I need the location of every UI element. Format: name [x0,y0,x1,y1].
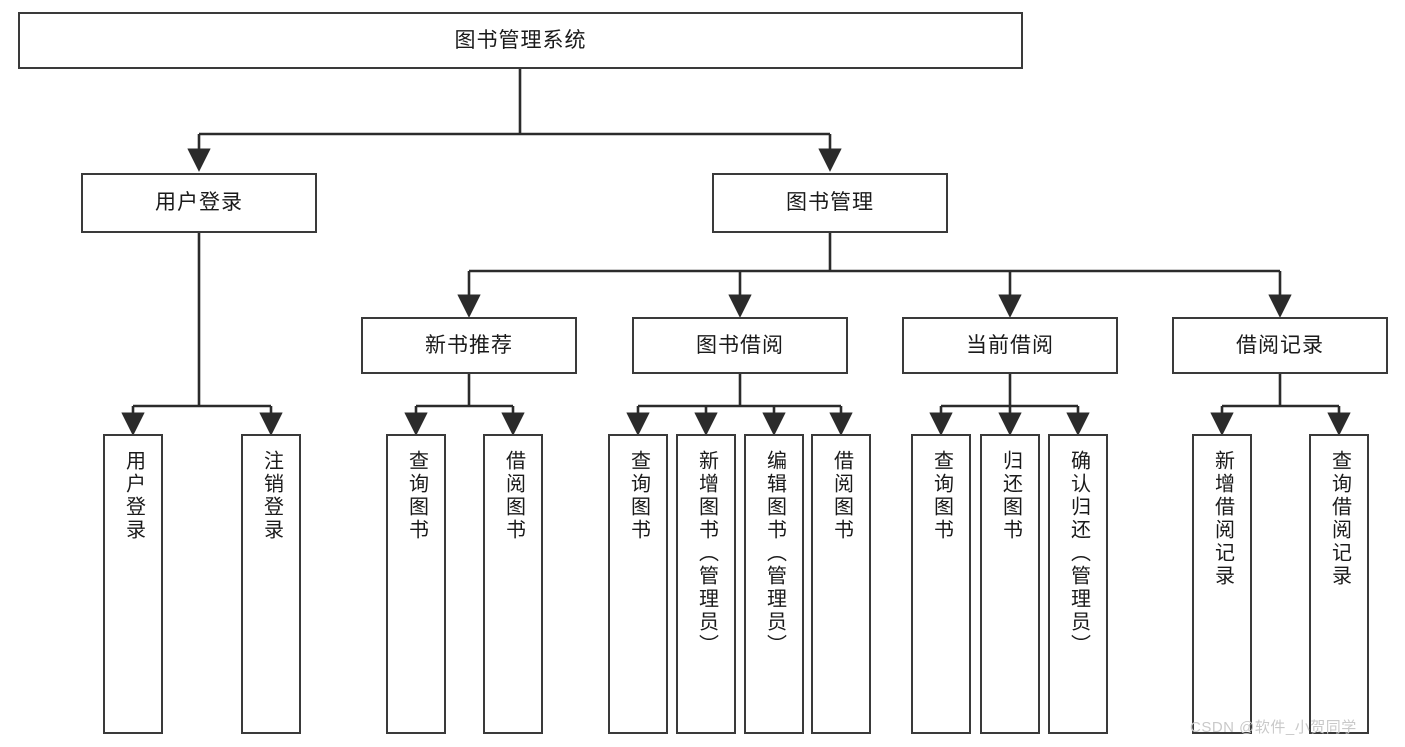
leaf-book-borrow-edit[interactable]: 编辑图书（管理员） [744,434,804,734]
node-new-book-recommend-label: 新书推荐 [425,333,513,357]
leaf-label: 归还图书 [999,450,1022,542]
node-borrow-record-label: 借阅记录 [1236,333,1324,357]
node-root-label: 图书管理系统 [454,28,587,52]
node-user-login-label: 用户登录 [155,191,243,215]
node-borrow-record[interactable]: 借阅记录 [1172,317,1388,374]
node-new-book-recommend[interactable]: 新书推荐 [361,317,577,374]
node-current-borrow[interactable]: 当前借阅 [902,317,1118,374]
leaf-label: 新增借阅记录 [1211,450,1234,588]
leaf-label: 注销登录 [260,450,283,542]
leaf-label: 借阅图书 [502,450,525,542]
leaf-book-borrow-query[interactable]: 查询图书 [608,434,668,734]
leaf-label: 查询借阅记录 [1328,450,1351,588]
leaf-borrow-record-query[interactable]: 查询借阅记录 [1309,434,1369,734]
leaf-label: 查询图书 [930,450,953,542]
node-current-borrow-label: 当前借阅 [966,333,1054,357]
leaf-label: 用户登录 [122,450,145,542]
leaf-label: 查询图书 [405,450,428,542]
leaf-label: 借阅图书 [830,450,853,542]
csdn-watermark: CSDN @软件_小贺同学 [1190,719,1357,736]
node-root[interactable]: 图书管理系统 [18,12,1023,69]
leaf-label: 编辑图书（管理员） [763,450,786,657]
leaf-label: 新增图书（管理员） [695,450,718,657]
node-book-management[interactable]: 图书管理 [712,173,948,233]
leaf-new-book-borrow[interactable]: 借阅图书 [483,434,543,734]
leaf-user-login-logout[interactable]: 注销登录 [241,434,301,734]
leaf-current-borrow-confirm-return[interactable]: 确认归还（管理员） [1048,434,1108,734]
leaf-book-borrow-borrow[interactable]: 借阅图书 [811,434,871,734]
node-book-borrow[interactable]: 图书借阅 [632,317,848,374]
leaf-book-borrow-add[interactable]: 新增图书（管理员） [676,434,736,734]
leaf-user-login-login[interactable]: 用户登录 [103,434,163,734]
leaf-label: 查询图书 [627,450,650,542]
leaf-borrow-record-add[interactable]: 新增借阅记录 [1192,434,1252,734]
leaf-current-borrow-return[interactable]: 归还图书 [980,434,1040,734]
leaf-new-book-query[interactable]: 查询图书 [386,434,446,734]
leaf-label: 确认归还（管理员） [1067,450,1090,657]
node-book-borrow-label: 图书借阅 [696,333,784,357]
leaf-current-borrow-query[interactable]: 查询图书 [911,434,971,734]
node-book-management-label: 图书管理 [786,191,874,215]
node-user-login[interactable]: 用户登录 [81,173,317,233]
